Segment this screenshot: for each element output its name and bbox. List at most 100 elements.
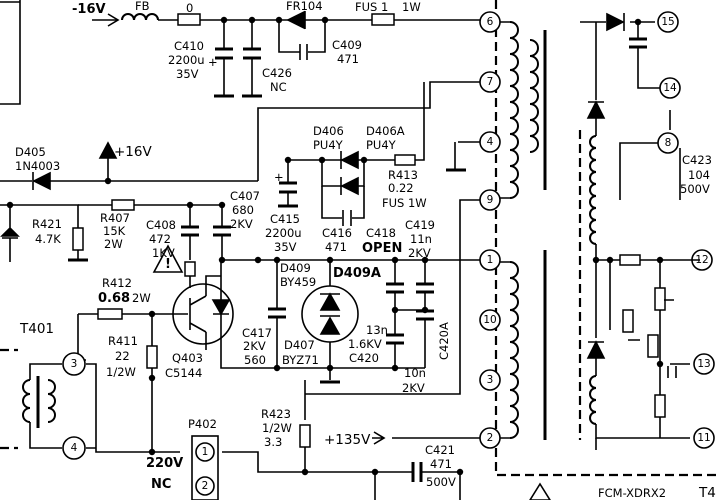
capacitor-c416 bbox=[342, 210, 352, 226]
label-plus135v: +135V bbox=[324, 432, 371, 448]
label-c421: C421 bbox=[425, 443, 455, 457]
capacitor-c420 bbox=[386, 333, 404, 345]
label-r413: R413 bbox=[388, 168, 418, 182]
r412-base: R412 0.68 2W R411 22 1/2W bbox=[77, 276, 180, 379]
pin-11: 11 bbox=[697, 432, 710, 444]
label-r423: R423 bbox=[261, 407, 291, 421]
label-c419-v: 2KV bbox=[408, 246, 431, 260]
label-fr104: FR104 bbox=[286, 0, 323, 13]
capacitor-c417 bbox=[268, 307, 286, 319]
label-fus-1w: FUS 1W bbox=[382, 196, 427, 210]
label-c410-v: 35V bbox=[176, 67, 199, 81]
fuse-fus1 bbox=[371, 13, 395, 26]
label-c407-val: 680 bbox=[232, 203, 254, 217]
label-c415-val: 2200u bbox=[265, 226, 302, 240]
label-c420a-val: 10n bbox=[404, 366, 426, 380]
label-c421-val: 471 bbox=[430, 457, 452, 471]
pin-13: 13 bbox=[697, 358, 710, 370]
label-c420: C420 bbox=[349, 351, 379, 365]
pin-9: 9 bbox=[487, 194, 494, 206]
c417: C417 2KV 560 D409 BY459 bbox=[242, 260, 316, 368]
fbt-secondary: 15 14 8 12 13 11 C423 104 500V bbox=[529, 11, 716, 500]
label-q403: Q403 bbox=[172, 351, 203, 365]
p402-pin-1: 1 bbox=[202, 446, 209, 458]
label-d407-part: BYZ71 bbox=[282, 353, 319, 367]
label-plus16v: +16V bbox=[114, 144, 152, 160]
label-c407-v: 2KV bbox=[230, 217, 253, 231]
label-nc: NC bbox=[151, 477, 171, 492]
label-r413-val: 0.22 bbox=[388, 181, 414, 195]
pin-7: 7 bbox=[487, 76, 494, 88]
capacitor-c419 bbox=[416, 282, 434, 294]
resistor-r421 bbox=[72, 227, 84, 251]
label-d405: D405 bbox=[15, 145, 46, 159]
fbt-outline bbox=[494, 0, 717, 477]
label-c408-val: 472 bbox=[149, 232, 171, 246]
label-r407: R407 bbox=[100, 211, 130, 225]
resistor-top bbox=[177, 13, 201, 26]
t401-pin-3: 3 bbox=[71, 358, 78, 370]
label-r412-w: 2W bbox=[132, 291, 151, 305]
diode-d405 bbox=[32, 171, 51, 191]
label-c418: C418 bbox=[366, 226, 396, 240]
svg-text:+: + bbox=[274, 170, 284, 184]
label-d406: D406 bbox=[313, 124, 344, 138]
resonant-caps: 13n 1.6KV C420 C420A 10n 2KV bbox=[348, 260, 451, 395]
label-220v: 220V bbox=[146, 456, 183, 471]
plus135v-section: R423 1/2W 3.3 +135V C421 471 500V P402 2… bbox=[146, 199, 480, 500]
r421-section: R421 4.7K R407 15K 2W bbox=[0, 199, 222, 262]
flyback-transformer bbox=[446, 0, 717, 477]
label-r411-val: 22 bbox=[115, 349, 130, 363]
label-c407: C407 bbox=[230, 189, 260, 203]
label-c409: C409 bbox=[332, 38, 362, 52]
pin-14: 14 bbox=[663, 82, 677, 94]
top-rail: -16V FB 0 FR104 FUS 1 1W C409 471 bbox=[72, 0, 480, 98]
label-c409-val: 471 bbox=[337, 52, 359, 66]
label-q403-part: C5144 bbox=[165, 366, 202, 380]
resistor-r423 bbox=[299, 424, 311, 448]
label-d407: D407 bbox=[284, 338, 315, 352]
pin-8: 8 bbox=[665, 137, 672, 149]
capacitor-secondary bbox=[629, 37, 647, 49]
label-c415: C415 bbox=[270, 212, 300, 226]
diode-d406a bbox=[340, 176, 359, 196]
label-r412-val: 0.68 bbox=[98, 291, 130, 306]
t401-transformer: T401 bbox=[0, 321, 180, 456]
t401-pins: 3 4 1 2 bbox=[62, 352, 215, 496]
label-c416: C416 bbox=[322, 226, 352, 240]
label-p402: P402 bbox=[188, 417, 217, 431]
label-fus1-w: 1W bbox=[402, 0, 421, 14]
arrow-right-icon-135v bbox=[372, 431, 386, 445]
pin-3: 3 bbox=[487, 374, 494, 386]
resistor-r411 bbox=[146, 345, 158, 369]
label-fus1: FUS 1 bbox=[355, 0, 388, 14]
resistor-r407 bbox=[111, 199, 135, 211]
pin-12: 12 bbox=[695, 254, 708, 266]
label-c417-v: 2KV bbox=[243, 339, 266, 353]
warning-icon bbox=[152, 244, 184, 273]
svg-text:+: + bbox=[208, 55, 218, 69]
connector-p402 bbox=[191, 435, 219, 500]
diode-fr104 bbox=[286, 10, 305, 30]
label-c420a-v: 2KV bbox=[402, 381, 425, 395]
label-c408: C408 bbox=[146, 218, 176, 232]
label-d409a: D409A bbox=[333, 266, 381, 281]
label-c426: C426 bbox=[262, 66, 292, 80]
label-r421-val: 4.7K bbox=[35, 232, 61, 246]
label-c417-val: 560 bbox=[244, 353, 266, 367]
label-d405-part: 1N4003 bbox=[15, 159, 60, 173]
label-c418-val: OPEN bbox=[362, 241, 402, 256]
label-c419: C419 bbox=[405, 218, 435, 232]
label-c423-val: 104 bbox=[688, 168, 710, 182]
label-r421: R421 bbox=[32, 217, 62, 231]
label-c420-13n: 13n bbox=[366, 323, 388, 337]
label-r407-val: 15K bbox=[103, 224, 126, 238]
capacitor-c421 bbox=[411, 462, 423, 482]
zener-diode bbox=[0, 205, 20, 237]
c408-c407: C408 472 1KV C407 680 2KV bbox=[146, 189, 260, 288]
label-d409: D409 bbox=[280, 261, 311, 275]
p402-pin-2: 2 bbox=[202, 480, 209, 492]
capacitor-c408 bbox=[181, 225, 199, 237]
